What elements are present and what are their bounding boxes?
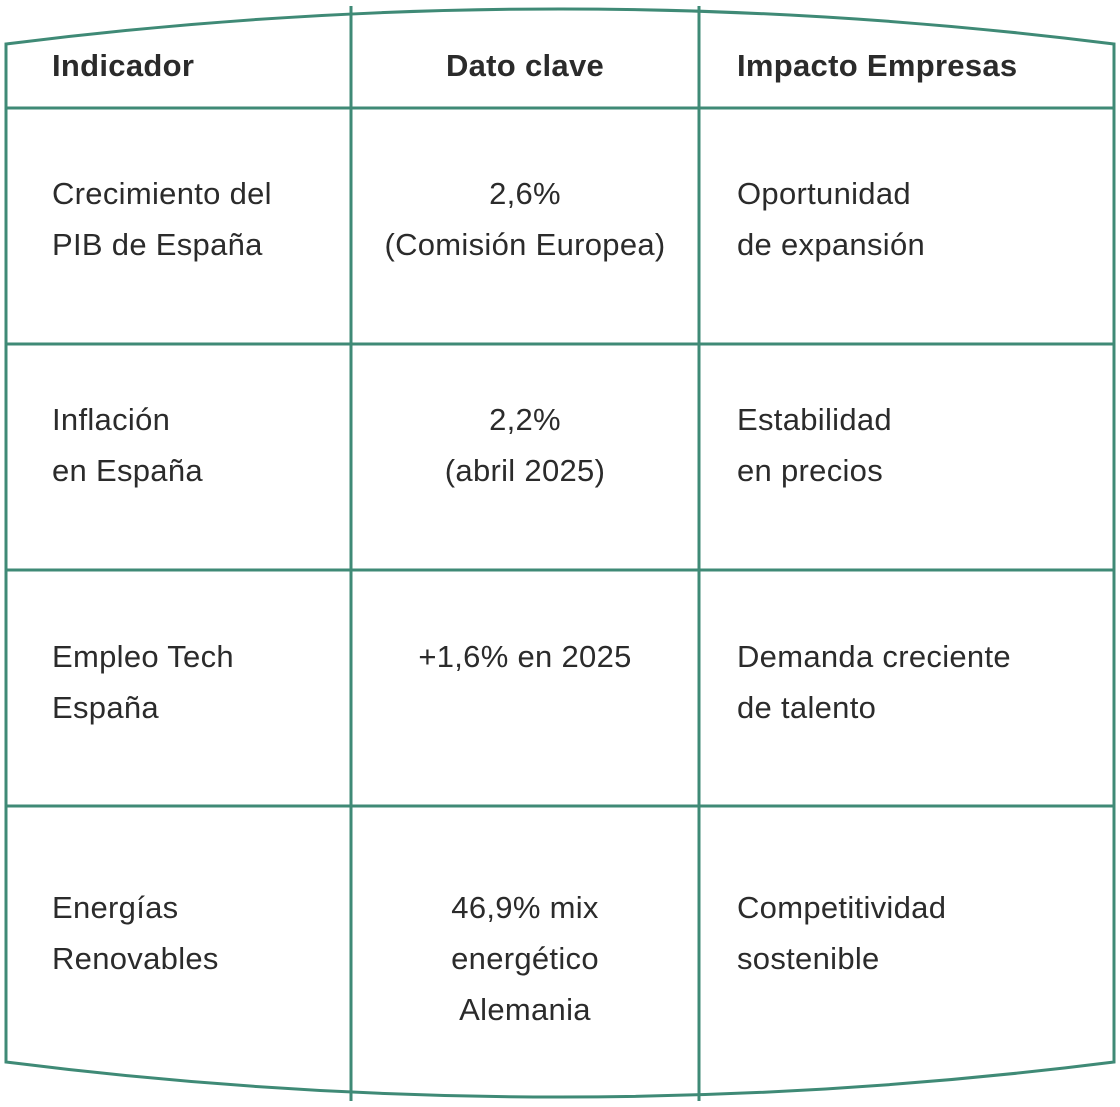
header-label: Dato clave: [445, 48, 605, 83]
cell-text: en España: [52, 453, 203, 488]
cell-text: Alemania: [459, 992, 591, 1027]
cell-text: de talento: [737, 690, 877, 725]
cell-text: de expansión: [737, 227, 926, 262]
cell-text: España: [52, 690, 159, 725]
row-3-value: +1,6% en 2025: [352, 631, 698, 682]
cell-text: energético: [451, 941, 599, 976]
cell-text: 2,6%: [489, 176, 561, 211]
cell-text: en precios: [737, 453, 884, 488]
cell-text: Demanda creciente: [737, 639, 1011, 674]
header-label: Indicador: [52, 48, 195, 83]
row-4-value: 46,9% mix energético Alemania: [352, 882, 698, 1035]
row-4-indicator: Energías Renovables: [52, 882, 342, 984]
row-2-indicator: Inflación en España: [52, 394, 342, 496]
header-impacto-empresas: Impacto Empresas: [737, 40, 1107, 91]
cell-text: (abril 2025): [444, 453, 606, 488]
cell-text: Inflación: [52, 402, 171, 437]
row-1-indicator: Crecimiento del PIB de España: [52, 168, 342, 270]
cell-text: 2,2%: [489, 402, 561, 437]
cell-text: Competitividad: [737, 890, 947, 925]
row-3-impact: Demanda creciente de talento: [737, 631, 1107, 733]
cell-text: Oportunidad: [737, 176, 911, 211]
cell-text: Energías: [52, 890, 179, 925]
cell-text: 46,9% mix: [451, 890, 599, 925]
cell-text: Renovables: [52, 941, 219, 976]
row-1-impact: Oportunidad de expansión: [737, 168, 1107, 270]
row-1-value: 2,6% (Comisión Europea): [352, 168, 698, 270]
row-3-indicator: Empleo Tech España: [52, 631, 342, 733]
cell-text: +1,6% en 2025: [418, 639, 632, 674]
cell-text: (Comisión Europea): [384, 227, 666, 262]
cell-text: Empleo Tech: [52, 639, 234, 674]
table-outer-border: [4, 7, 1116, 1099]
row-2-value: 2,2% (abril 2025): [352, 394, 698, 496]
row-4-impact: Competitividad sostenible: [737, 882, 1107, 984]
cell-text: sostenible: [737, 941, 880, 976]
cell-text: Crecimiento del: [52, 176, 272, 211]
header-dato-clave: Dato clave: [352, 40, 698, 91]
cell-text: PIB de España: [52, 227, 263, 262]
row-2-impact: Estabilidad en precios: [737, 394, 1107, 496]
cell-text: Estabilidad: [737, 402, 892, 437]
header-label: Impacto Empresas: [737, 48, 1018, 83]
header-indicador: Indicador: [52, 40, 342, 91]
